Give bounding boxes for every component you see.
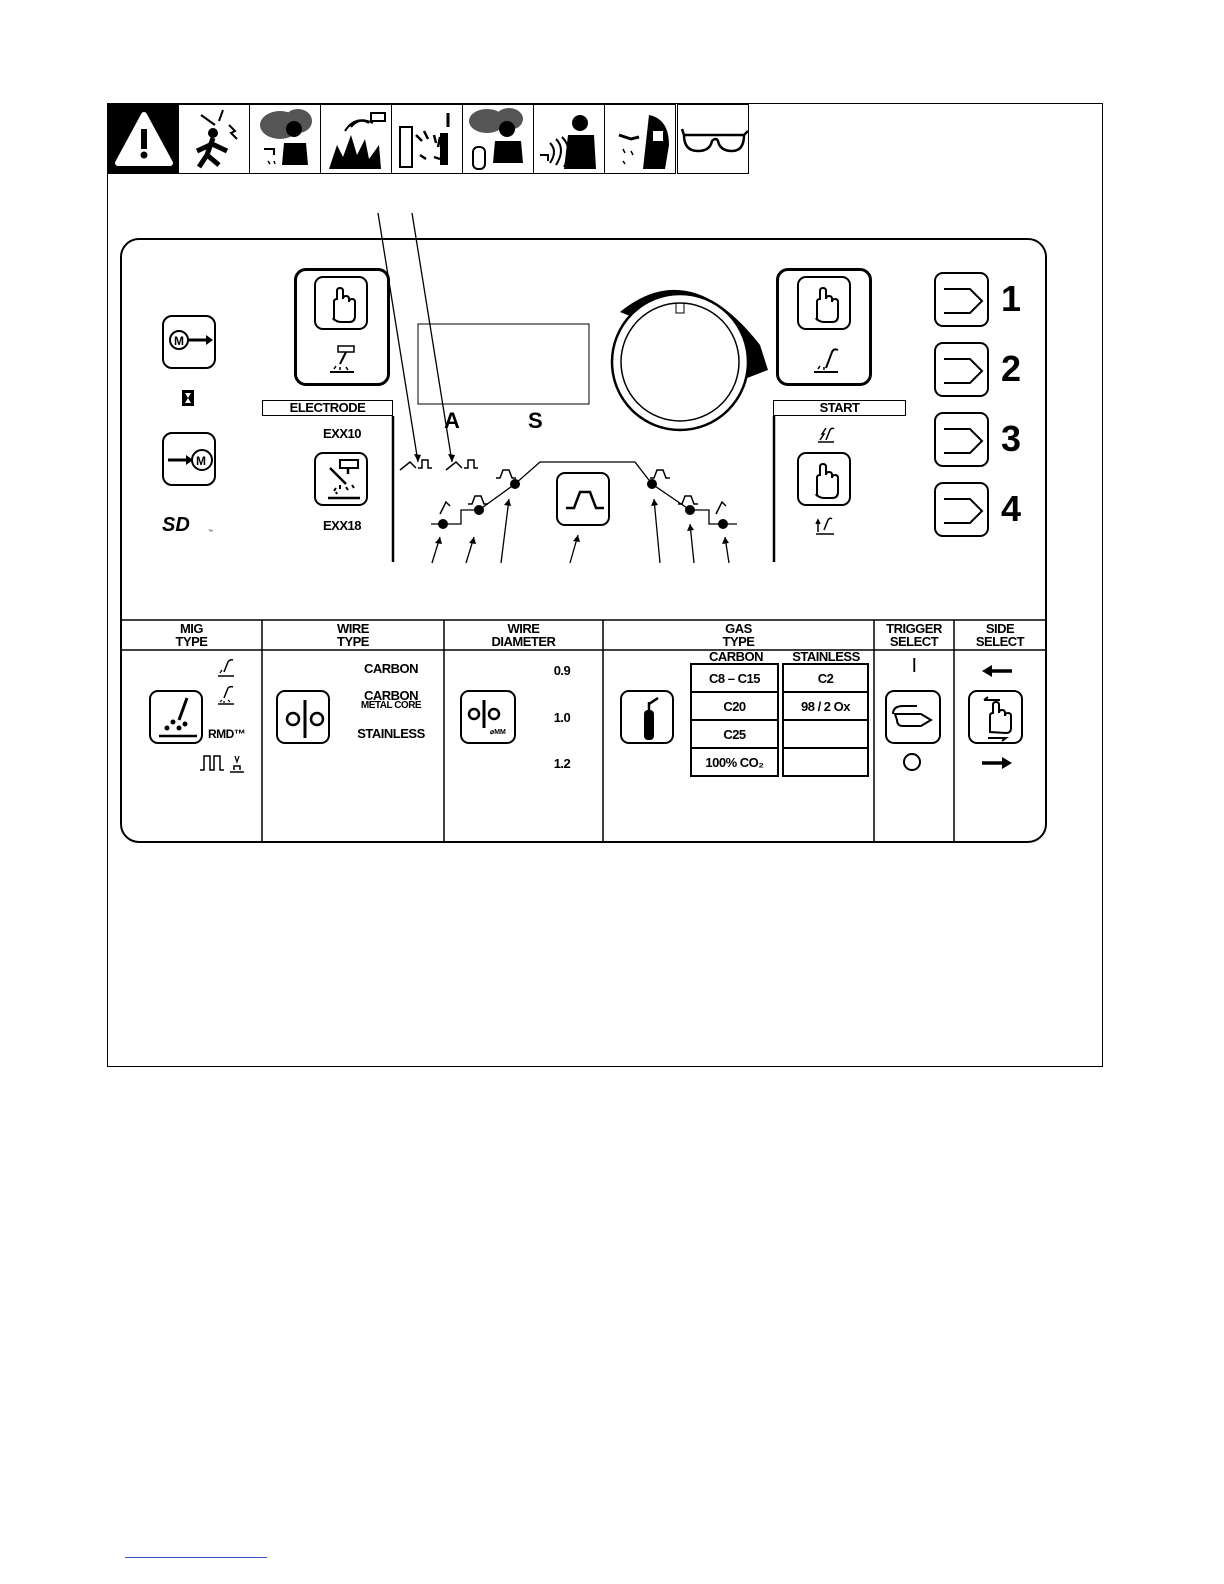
memory-in-button[interactable]: M [162, 432, 216, 486]
trigger-off-indicator [903, 753, 921, 771]
wire-diameter-1-2: 1.2 [544, 757, 580, 770]
mig-mode-button[interactable] [797, 276, 851, 330]
wire-diameter-button[interactable]: ⌀MM [460, 690, 516, 744]
gas-option-c2: C2 [782, 663, 869, 693]
run-in-icon [814, 516, 836, 536]
gas-stainless-column-header: STAINLESS [784, 650, 868, 663]
gas-option-c25: C25 [690, 719, 779, 749]
stick-electrode-icon [322, 342, 362, 378]
display-seconds-label: S [528, 408, 543, 434]
mig-type-button[interactable] [149, 690, 203, 744]
gas-option-empty-1 [782, 719, 869, 749]
gas-option-100-co2: 100% CO₂ [690, 747, 779, 777]
gas-option-98-2-ox: 98 / 2 Ox [782, 691, 869, 721]
mig-spray-icon [216, 686, 236, 706]
memory-1-label: 1 [1001, 278, 1021, 320]
wire-diameter-1-0: 1.0 [544, 711, 580, 724]
electrode-type-button[interactable] [314, 452, 368, 506]
electrode-label: ELECTRODE [262, 400, 393, 416]
gas-carbon-column-header: CARBON [692, 650, 780, 663]
mig-short-circuit-icon [216, 658, 236, 678]
electrode-mode-button[interactable] [314, 276, 368, 330]
side-select-button[interactable] [968, 690, 1023, 744]
wire-diameter-0-9: 0.9 [544, 664, 580, 677]
wire-type-button[interactable] [276, 690, 330, 744]
wire-stainless-label: STAINLESS [350, 727, 432, 740]
exx18-label: EXX18 [310, 519, 374, 532]
memory-3-label: 3 [1001, 418, 1021, 460]
gas-option-c8-c15: C8 – C15 [690, 663, 779, 693]
memory-3-button[interactable] [934, 412, 989, 467]
svg-text:⌀MM: ⌀MM [490, 729, 506, 736]
rmd-label: RMD™ [208, 728, 248, 741]
wire-carbon-metal-core-label-2: METAL CORE [350, 701, 432, 711]
memory-2-label: 2 [1001, 348, 1021, 390]
trigger-select-button[interactable] [885, 690, 941, 744]
sequence-select-button[interactable] [556, 472, 610, 526]
memory-2-button[interactable] [934, 342, 989, 397]
hot-start-icon [816, 426, 836, 444]
trigger-on-indicator: I [900, 660, 928, 673]
gas-option-c20: C20 [690, 691, 779, 721]
pulse-mig-icon [198, 752, 246, 774]
memory-4-label: 4 [1001, 488, 1021, 530]
mig-gun-icon [806, 342, 846, 378]
svg-text:™: ™ [208, 529, 213, 535]
start-select-button[interactable] [797, 452, 851, 506]
svg-text:SD: SD [162, 514, 190, 536]
hourglass-icon [182, 390, 194, 406]
start-label: START [773, 400, 906, 416]
gas-type-button[interactable] [620, 690, 674, 744]
exx10-label: EXX10 [310, 427, 374, 440]
right-arrow-icon [980, 756, 1014, 770]
sd-card-logo-icon: SD ™ [162, 515, 218, 535]
footer-rule [125, 1557, 267, 1558]
left-arrow-icon [980, 664, 1014, 678]
gas-option-empty-2 [782, 747, 869, 777]
memory-4-button[interactable] [934, 482, 989, 537]
adjust-knob[interactable] [612, 294, 748, 430]
wire-carbon-label: CARBON [350, 662, 432, 675]
svg-text:M: M [174, 334, 184, 348]
main-display [418, 324, 589, 404]
svg-text:M: M [196, 454, 206, 468]
display-amps-label: A [444, 408, 460, 434]
memory-out-button[interactable]: M [162, 315, 216, 369]
memory-1-button[interactable] [934, 272, 989, 327]
